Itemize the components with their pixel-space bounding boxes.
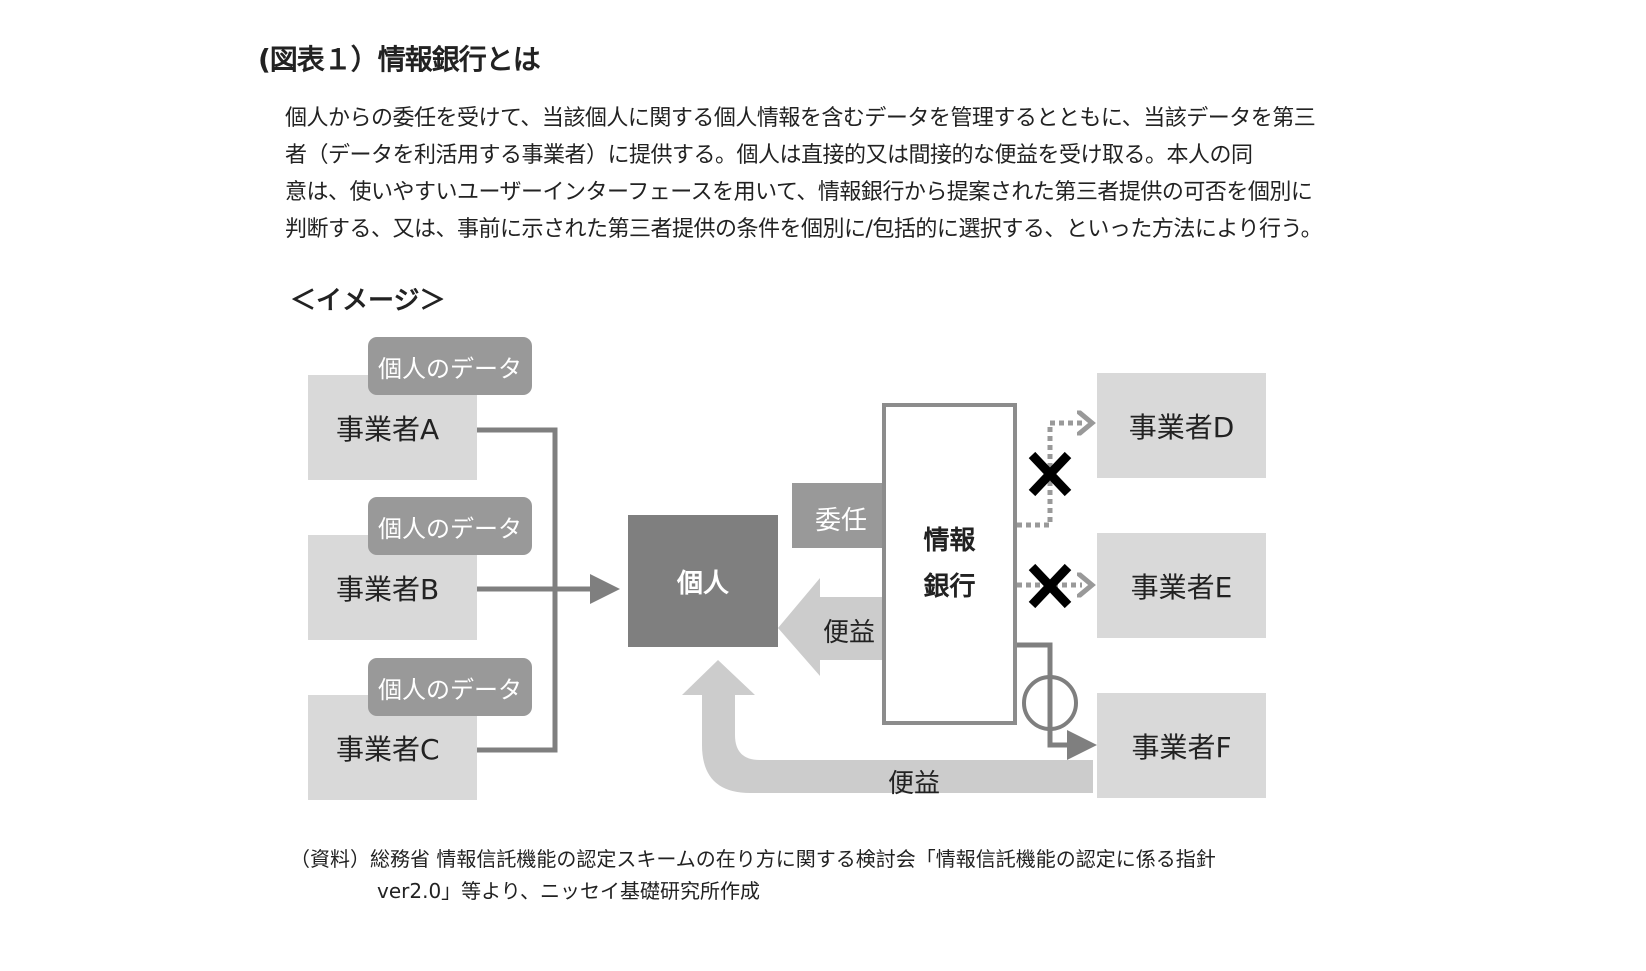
recipient-d: 事業者D: [1097, 373, 1266, 478]
provider-label: 事業者A: [336, 412, 440, 446]
image-label: ＜イメージ＞: [290, 286, 446, 316]
benefit-return-arrow: [682, 660, 1093, 793]
benefit-bottom-label: 便益: [888, 769, 941, 799]
recipient-e: 事業者E: [1097, 533, 1266, 638]
description-line: 者（データを利活用する事業者）に提供する。個人は直接的又は間接的な便益を受け取る…: [285, 143, 1253, 168]
bank-label: 情報: [923, 526, 976, 556]
circle-approve-icon: [1022, 675, 1078, 731]
data-tag: 個人のデータ: [368, 497, 532, 555]
data-tag: 個人のデータ: [368, 337, 532, 395]
entrust-label: 委任: [815, 506, 868, 536]
description-line: 判断する、又は、事前に示された第三者提供の条件を個別に/包括的に選択する、といっ…: [285, 217, 1323, 242]
recipient-f: 事業者F: [1097, 693, 1266, 798]
bank-label: 銀行: [923, 572, 976, 602]
cross-icon: [1028, 563, 1072, 609]
line-to-f: [1017, 642, 1097, 760]
figure-title: (図表１）情報銀行とは: [258, 43, 541, 76]
individual-box: 個人: [628, 515, 778, 647]
source-line: （資料）総務省 情報信託機能の認定スキームの在り方に関する検討会「情報信託機能の…: [290, 847, 1216, 871]
information-bank-box: 情報銀行: [882, 403, 1017, 725]
description-line: 意は、使いやすいユーザーインターフェースを用いて、情報銀行から提案された第三者提…: [285, 180, 1313, 205]
benefit-arrow: [778, 578, 905, 676]
description-line: 個人からの委任を受けて、当該個人に関する個人情報を含むデータを管理するとともに、…: [285, 106, 1316, 131]
provider-label: 事業者C: [336, 732, 440, 766]
provider-label: 事業者B: [336, 572, 440, 606]
source-note: （資料）総務省 情報信託機能の認定スキームの在り方に関する検討会「情報信託機能の…: [290, 843, 1216, 907]
benefit-label: 便益: [823, 618, 876, 648]
description: 個人からの委任を受けて、当該個人に関する個人情報を含むデータを管理するとともに、…: [285, 100, 1323, 248]
source-line: ver2.0」等より、ニッセイ基礎研究所作成: [377, 879, 760, 903]
cross-icon: [1028, 451, 1072, 497]
data-tag: 個人のデータ: [368, 658, 532, 716]
